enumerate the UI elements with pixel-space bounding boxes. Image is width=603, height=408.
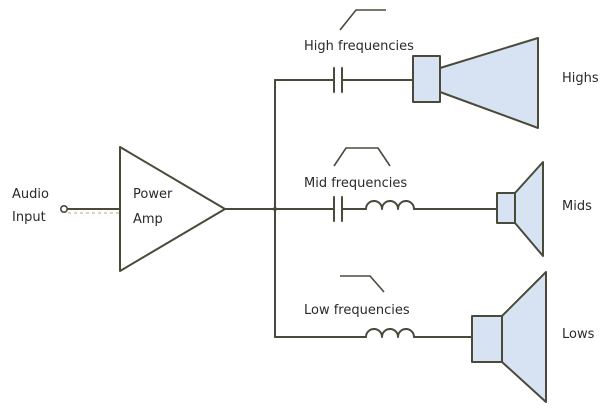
- input-terminal-icon: [59, 205, 68, 214]
- lows-label: Lows: [562, 327, 595, 342]
- mid-frequencies-label: Mid frequencies: [304, 176, 407, 191]
- mid-frequencies-callout-line: [333, 147, 391, 167]
- low-frequencies-callout-line: [340, 275, 385, 293]
- amp-label: Amp: [133, 212, 163, 227]
- low-frequencies-label: Low frequencies: [304, 303, 410, 318]
- mid-cone-speaker-icon: [496, 161, 544, 257]
- power-label: Power: [133, 187, 173, 202]
- mid-inductor-icon: [365, 200, 415, 210]
- mid-capacitor-icon: [333, 196, 343, 222]
- low-inductor-icon: [365, 328, 415, 338]
- low-cone-speaker-icon: [471, 271, 547, 403]
- power-amp-triangle-icon: [119, 146, 226, 272]
- audio-label: Audio: [12, 187, 49, 202]
- input-label: Input: [12, 210, 46, 225]
- horn-tweeter-icon: [412, 37, 539, 129]
- high-capacitor-icon: [333, 67, 343, 93]
- high-frequencies-label: High frequencies: [304, 39, 414, 54]
- high-frequencies-callout-line: [339, 9, 386, 31]
- mids-label: Mids: [562, 199, 592, 214]
- highs-label: Highs: [562, 71, 599, 86]
